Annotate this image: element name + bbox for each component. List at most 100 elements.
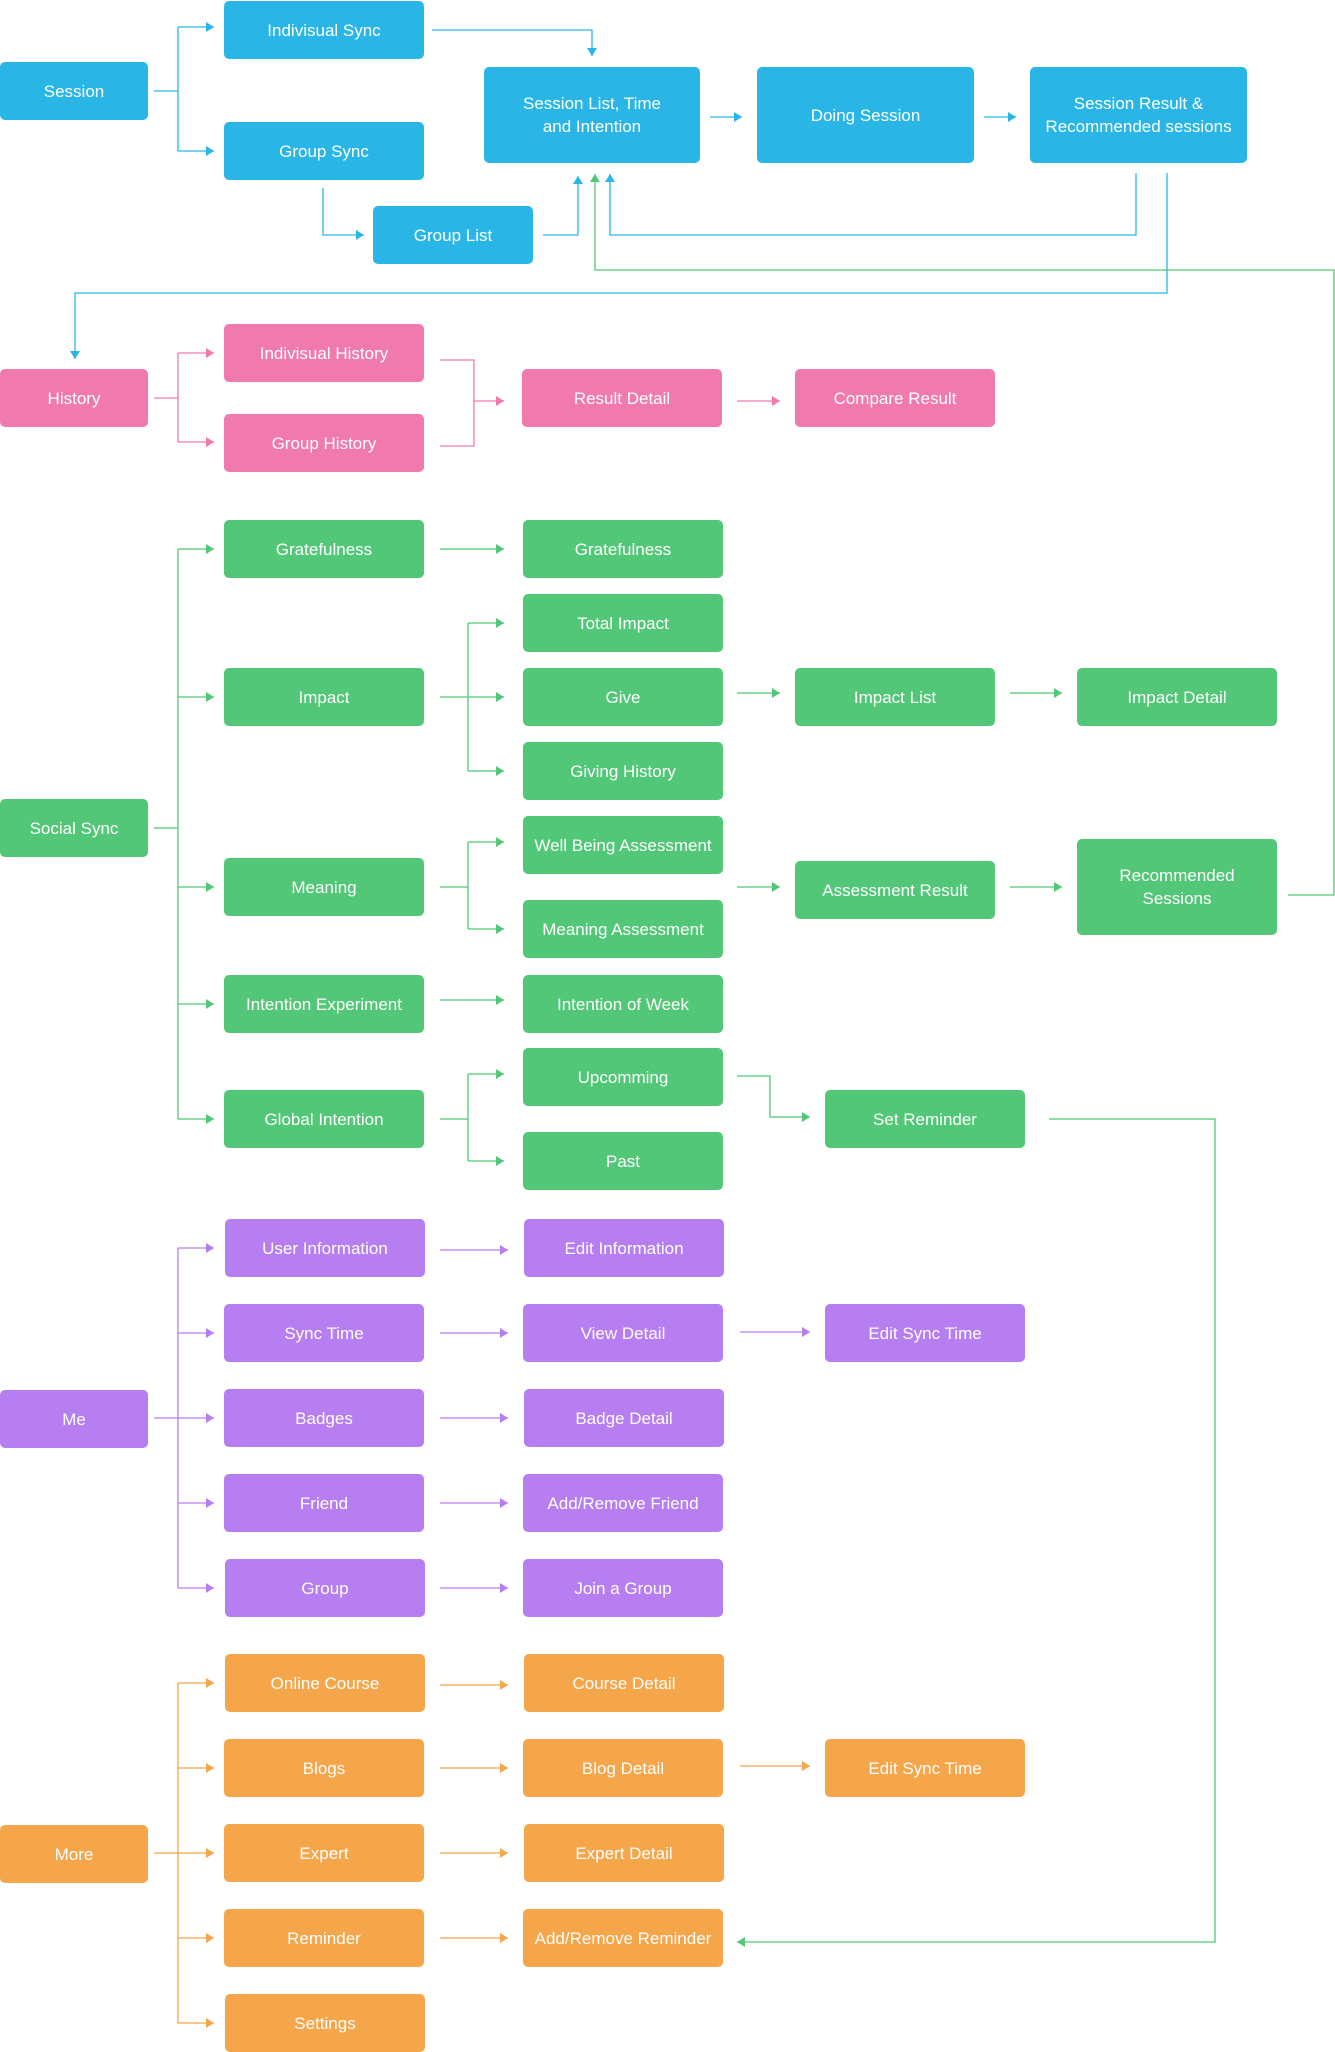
- arrow-head-icon: [802, 1761, 810, 1771]
- node-edit-sync-time[interactable]: Edit Sync Time: [825, 1304, 1025, 1362]
- node-indivisual-sync[interactable]: Indivisual Sync: [224, 1, 424, 59]
- arrow-head-icon: [206, 146, 214, 156]
- node-session-list[interactable]: Session List, Time and Intention: [484, 67, 700, 163]
- arrow-head-icon: [1054, 688, 1062, 698]
- node-expert-detail[interactable]: Expert Detail: [524, 1824, 724, 1882]
- node-add-remove-reminder[interactable]: Add/Remove Reminder: [523, 1909, 723, 1967]
- arrow-head-icon: [802, 1112, 810, 1122]
- node-compare-result[interactable]: Compare Result: [795, 369, 995, 427]
- node-me[interactable]: Me: [0, 1390, 148, 1448]
- arrow-head-icon: [206, 882, 214, 892]
- node-indivisual-history[interactable]: Indivisual History: [224, 324, 424, 382]
- arrow-head-icon: [206, 1848, 214, 1858]
- node-blogs[interactable]: Blogs: [224, 1739, 424, 1797]
- node-blog-detail[interactable]: Blog Detail: [523, 1739, 723, 1797]
- arrow-head-icon: [206, 1328, 214, 1338]
- node-gratefulness[interactable]: Gratefulness: [224, 520, 424, 578]
- arrow-head-icon: [772, 882, 780, 892]
- arrow-head-icon: [500, 1583, 508, 1593]
- node-sync-time[interactable]: Sync Time: [224, 1304, 424, 1362]
- arrow-head-icon: [70, 351, 80, 359]
- node-meaning-assessment[interactable]: Meaning Assessment: [523, 900, 723, 958]
- arrow-head-icon: [206, 1498, 214, 1508]
- node-result-detail[interactable]: Result Detail: [522, 369, 722, 427]
- node-social-sync[interactable]: Social Sync: [0, 799, 148, 857]
- node-more[interactable]: More: [0, 1825, 148, 1883]
- arrow-head-icon: [206, 1678, 214, 1688]
- node-reminder[interactable]: Reminder: [224, 1909, 424, 1967]
- connector-line: [737, 1075, 810, 1118]
- node-expert[interactable]: Expert: [224, 1824, 424, 1882]
- arrow-head-icon: [500, 1848, 508, 1858]
- arrow-head-icon: [500, 1680, 508, 1690]
- node-impact[interactable]: Impact: [224, 668, 424, 726]
- node-assessment-result[interactable]: Assessment Result: [795, 861, 995, 919]
- connector-line: [432, 29, 593, 56]
- node-doing-session[interactable]: Doing Session: [757, 67, 974, 163]
- arrow-head-icon: [206, 22, 214, 32]
- arrow-head-icon: [496, 396, 504, 406]
- arrow-head-icon: [206, 692, 214, 702]
- node-intention-experiment[interactable]: Intention Experiment: [224, 975, 424, 1033]
- arrow-head-icon: [206, 1114, 214, 1124]
- connector-line: [74, 173, 1168, 359]
- arrow-head-icon: [496, 1156, 504, 1166]
- node-global-intention[interactable]: Global Intention: [224, 1090, 424, 1148]
- connector-line: [440, 359, 475, 447]
- arrow-head-icon: [496, 995, 504, 1005]
- node-course-detail[interactable]: Course Detail: [524, 1654, 724, 1712]
- arrow-head-icon: [206, 999, 214, 1009]
- node-history[interactable]: History: [0, 369, 148, 427]
- node-friend[interactable]: Friend: [224, 1474, 424, 1532]
- arrow-head-icon: [206, 1763, 214, 1773]
- arrow-head-icon: [587, 48, 597, 56]
- node-upcomming[interactable]: Upcomming: [523, 1048, 723, 1106]
- arrow-head-icon: [1008, 112, 1016, 122]
- arrow-head-icon: [1054, 882, 1062, 892]
- arrow-head-icon: [772, 688, 780, 698]
- arrow-head-icon: [206, 2018, 214, 2028]
- node-group-list[interactable]: Group List: [373, 206, 533, 264]
- node-view-detail[interactable]: View Detail: [523, 1304, 723, 1362]
- node-give[interactable]: Give: [523, 668, 723, 726]
- node-set-reminder[interactable]: Set Reminder: [825, 1090, 1025, 1148]
- node-online-course[interactable]: Online Course: [225, 1654, 425, 1712]
- node-group-sync[interactable]: Group Sync: [224, 122, 424, 180]
- arrow-head-icon: [206, 348, 214, 358]
- arrow-head-icon: [500, 1413, 508, 1423]
- node-group-history[interactable]: Group History: [224, 414, 424, 472]
- node-well-being-assessment[interactable]: Well Being Assessment: [523, 816, 723, 874]
- arrow-head-icon: [496, 692, 504, 702]
- node-meaning[interactable]: Meaning: [224, 858, 424, 916]
- arrow-head-icon: [500, 1763, 508, 1773]
- node-settings[interactable]: Settings: [225, 1994, 425, 2052]
- arrow-head-icon: [500, 1933, 508, 1943]
- node-gratefulness-detail[interactable]: Gratefulness: [523, 520, 723, 578]
- node-group[interactable]: Group: [225, 1559, 425, 1617]
- arrow-head-icon: [605, 174, 615, 182]
- node-user-information[interactable]: User Information: [225, 1219, 425, 1277]
- arrow-head-icon: [496, 837, 504, 847]
- arrow-head-icon: [356, 230, 364, 240]
- arrow-head-icon: [496, 766, 504, 776]
- arrow-head-icon: [496, 618, 504, 628]
- connector-line: [594, 174, 1335, 896]
- node-impact-list[interactable]: Impact List: [795, 668, 995, 726]
- node-giving-history[interactable]: Giving History: [523, 742, 723, 800]
- node-recommended-sessions[interactable]: Recommended Sessions: [1077, 839, 1277, 935]
- node-badges[interactable]: Badges: [224, 1389, 424, 1447]
- node-edit-sync-time-more[interactable]: Edit Sync Time: [825, 1739, 1025, 1797]
- node-session-result[interactable]: Session Result & Recommended sessions: [1030, 67, 1247, 163]
- node-join-group[interactable]: Join a Group: [523, 1559, 723, 1617]
- node-intention-of-week[interactable]: Intention of Week: [523, 975, 723, 1033]
- node-add-remove-friend[interactable]: Add/Remove Friend: [523, 1474, 723, 1532]
- node-session[interactable]: Session: [0, 62, 148, 120]
- arrow-head-icon: [500, 1498, 508, 1508]
- node-badge-detail[interactable]: Badge Detail: [524, 1389, 724, 1447]
- arrow-head-icon: [772, 396, 780, 406]
- node-total-impact[interactable]: Total Impact: [523, 594, 723, 652]
- node-impact-detail[interactable]: Impact Detail: [1077, 668, 1277, 726]
- node-past[interactable]: Past: [523, 1132, 723, 1190]
- node-edit-information[interactable]: Edit Information: [524, 1219, 724, 1277]
